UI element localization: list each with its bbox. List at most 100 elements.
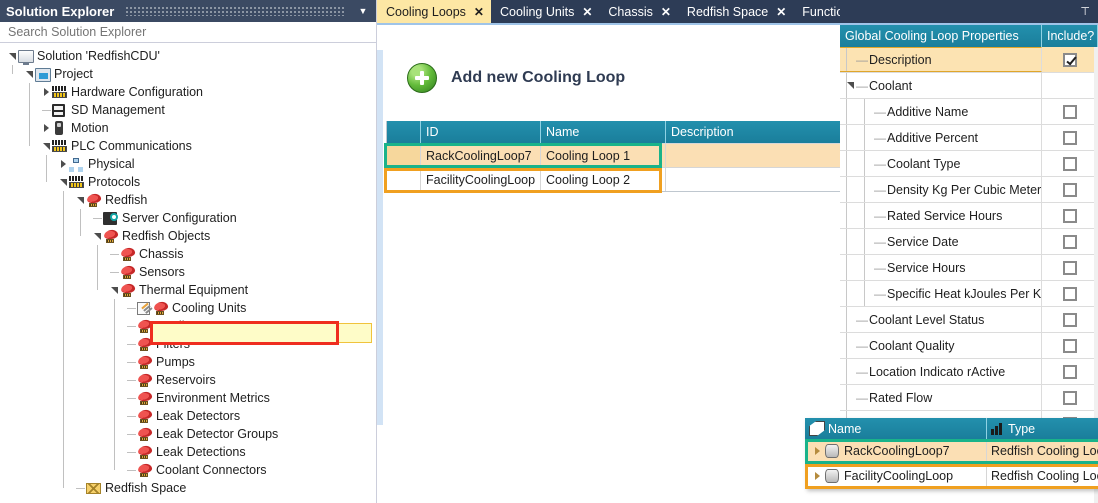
include-checkbox[interactable]: [1063, 130, 1077, 145]
expander-closed-icon[interactable]: [40, 119, 52, 137]
property-row[interactable]: —Specific Heat kJoules Per KgK: [840, 281, 1098, 307]
tree-item-leak-detections[interactable]: Leak Detections: [0, 443, 376, 461]
close-icon[interactable]: ✕: [660, 4, 671, 19]
expander-open-icon[interactable]: [74, 191, 86, 209]
tab-cooling-units[interactable]: Cooling Units✕: [491, 0, 599, 23]
include-checkbox[interactable]: [1063, 260, 1077, 275]
tree-item-cooling-units[interactable]: Cooling Units: [0, 299, 376, 317]
grid-column-header[interactable]: Name: [541, 121, 666, 143]
tree-item-plc-communications[interactable]: PLC Communications: [0, 137, 376, 155]
tree-item-thermal-equipment[interactable]: Thermal Equipment: [0, 281, 376, 299]
tree-item-motion[interactable]: Motion: [0, 119, 376, 137]
include-checkbox[interactable]: [1063, 234, 1077, 249]
tree-item-leak-detector-groups[interactable]: Leak Detector Groups: [0, 425, 376, 443]
tab-redfish-space[interactable]: Redfish Space✕: [678, 0, 793, 23]
tree-item-environment-metrics[interactable]: Environment Metrics: [0, 389, 376, 407]
property-row[interactable]: —Description: [840, 47, 1098, 73]
add-new-cooling-loop-button[interactable]: Add new Cooling Loop: [407, 63, 625, 93]
declaration-name-cell[interactable]: RackCoolingLoop7: [805, 439, 987, 463]
panel-drag-gripper[interactable]: [126, 6, 346, 16]
include-checkbox[interactable]: [1063, 390, 1077, 405]
cell-description[interactable]: [666, 168, 850, 191]
expander-open-icon[interactable]: [6, 47, 18, 65]
close-icon[interactable]: ✕: [473, 4, 484, 19]
property-row[interactable]: —Service Date: [840, 229, 1098, 255]
chevron-down-icon[interactable]: ▼: [358, 6, 368, 16]
expander-open-icon[interactable]: [23, 65, 35, 83]
cell-id[interactable]: RackCoolingLoop7: [421, 144, 541, 167]
pin-icon[interactable]: ⊤: [1080, 6, 1090, 18]
include-checkbox[interactable]: [1063, 312, 1077, 327]
row-selector-cell[interactable]: [387, 168, 421, 191]
include-checkbox[interactable]: [1063, 104, 1077, 119]
tree-item-redfish-objects[interactable]: Redfish Objects: [0, 227, 376, 245]
property-row[interactable]: —Density Kg Per Cubic Meter: [840, 177, 1098, 203]
grid-column-header[interactable]: ID: [421, 121, 541, 143]
tree-item-hardware-configuration[interactable]: Hardware Configuration: [0, 83, 376, 101]
cell-id[interactable]: FacilityCoolingLoop: [421, 168, 541, 191]
tree-item-redfish[interactable]: Redfish: [0, 191, 376, 209]
grid-column-header[interactable]: Description: [666, 121, 850, 143]
tree-item-physical[interactable]: Physical: [0, 155, 376, 173]
expander-open-icon[interactable]: [40, 137, 52, 155]
cell-name[interactable]: Cooling Loop 1: [541, 144, 666, 167]
tree-item-pumps[interactable]: Pumps: [0, 353, 376, 371]
include-checkbox[interactable]: [1063, 52, 1077, 67]
tree-item-solution-redfishcdu[interactable]: Solution 'RedfishCDU': [0, 47, 376, 65]
tree-item-redfish-space[interactable]: Redfish Space: [0, 479, 376, 497]
expander-open-icon[interactable]: [108, 281, 120, 299]
property-row[interactable]: —Additive Name: [840, 99, 1098, 125]
close-icon[interactable]: ✕: [582, 4, 593, 19]
tree-item-protocols[interactable]: Protocols: [0, 173, 376, 191]
cell-name[interactable]: Cooling Loop 2: [541, 168, 666, 191]
property-row[interactable]: —Additive Percent: [840, 125, 1098, 151]
property-row[interactable]: —Coolant Type: [840, 151, 1098, 177]
properties-rows[interactable]: —Description—Coolant—Additive Name—Addit…: [840, 47, 1098, 463]
property-row[interactable]: —Rated Flow: [840, 385, 1098, 411]
property-row[interactable]: —Service Hours: [840, 255, 1098, 281]
expander-open-icon[interactable]: [91, 227, 103, 245]
tree-item-coolant-connectors[interactable]: Coolant Connectors: [0, 461, 376, 479]
expand-right-icon[interactable]: [809, 447, 825, 455]
tree-item-sensors[interactable]: Sensors: [0, 263, 376, 281]
expand-right-icon[interactable]: [809, 472, 825, 480]
search-input[interactable]: [6, 21, 370, 43]
row-selector-cell[interactable]: [387, 144, 421, 167]
close-icon[interactable]: ✕: [776, 4, 787, 19]
declaration-type-cell[interactable]: Redfish Cooling Loop Struct: [987, 464, 1098, 488]
tab-cooling-loops[interactable]: Cooling Loops✕: [377, 0, 491, 23]
property-row[interactable]: —Rated Service Hours: [840, 203, 1098, 229]
expander-open-icon[interactable]: [843, 82, 857, 89]
properties-scrollbar[interactable]: [1094, 47, 1098, 503]
include-checkbox[interactable]: [1063, 208, 1077, 223]
declaration-column-header[interactable]: Type: [987, 418, 1098, 439]
grid-column-header[interactable]: [387, 121, 421, 143]
include-checkbox[interactable]: [1063, 338, 1077, 353]
property-row[interactable]: —Coolant: [840, 73, 1098, 99]
include-checkbox[interactable]: [1063, 182, 1077, 197]
property-row[interactable]: —Location Indicato rActive: [840, 359, 1098, 385]
declaration-type-cell[interactable]: Redfish Cooling Loop Struct: [987, 439, 1098, 463]
declaration-name-cell[interactable]: FacilityCoolingLoop: [805, 464, 987, 488]
tree-item-leak-detectors[interactable]: Leak Detectors: [0, 407, 376, 425]
include-checkbox[interactable]: [1063, 286, 1077, 301]
include-checkbox[interactable]: [1063, 156, 1077, 171]
tree-item-sd-management[interactable]: SD Management: [0, 101, 376, 119]
tab-chassis[interactable]: Chassis✕: [599, 0, 678, 23]
property-row[interactable]: —Coolant Level Status: [840, 307, 1098, 333]
expander-closed-icon[interactable]: [40, 83, 52, 101]
search-bar[interactable]: [0, 21, 376, 43]
tree-item-project[interactable]: Project: [0, 65, 376, 83]
tree-item-chassis[interactable]: Chassis: [0, 245, 376, 263]
expander-closed-icon[interactable]: [57, 155, 69, 173]
tree-item-reservoirs[interactable]: Reservoirs: [0, 371, 376, 389]
include-checkbox[interactable]: [1063, 364, 1077, 379]
cell-description[interactable]: [666, 144, 850, 167]
